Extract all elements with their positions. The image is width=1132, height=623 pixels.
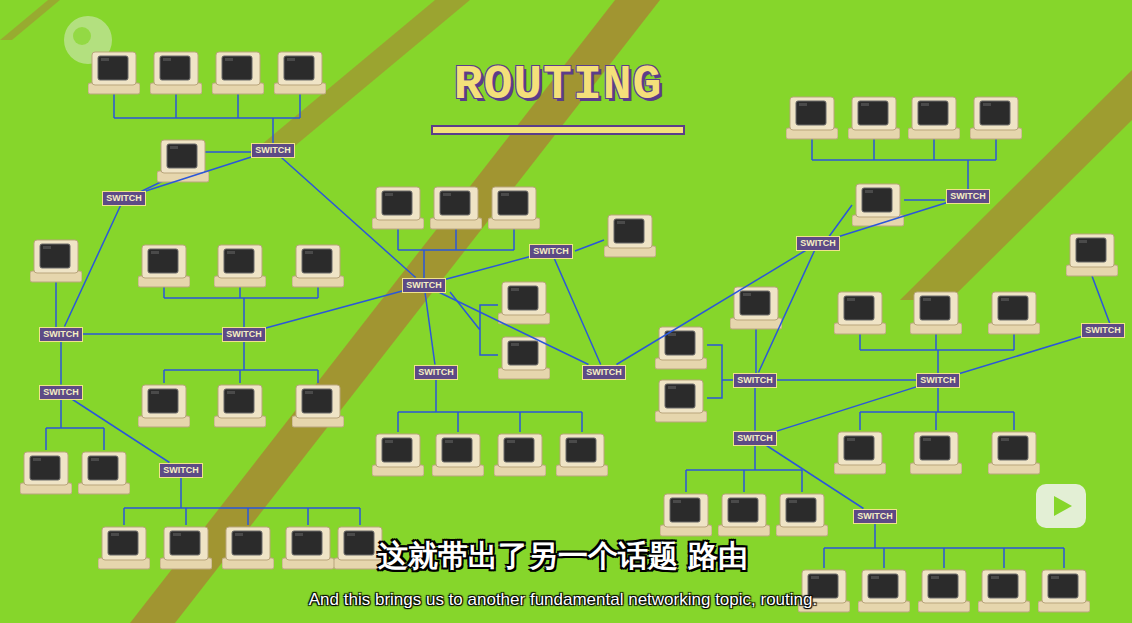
stripe	[0, 0, 60, 40]
network-link	[266, 291, 403, 328]
switch-label: SWITCH	[43, 329, 79, 339]
switch-box: SWITCH	[1081, 323, 1125, 338]
stripe	[900, 70, 1132, 300]
switch-label: SWITCH	[737, 433, 773, 443]
switch-label: SWITCH	[163, 465, 199, 475]
switch-box: SWITCH	[796, 236, 840, 251]
switch-box: SWITCH	[733, 373, 777, 388]
computer-wires	[46, 94, 1110, 568]
switch-label: SWITCH	[920, 375, 956, 385]
title-underline	[432, 126, 684, 134]
switch-box: SWITCH	[159, 463, 203, 478]
switch-box: SWITCH	[582, 365, 626, 380]
network-link	[758, 251, 814, 373]
switch-label: SWITCH	[255, 145, 291, 155]
switch-label: SWITCH	[1085, 325, 1121, 335]
network-link	[616, 251, 805, 365]
switch-label: SWITCH	[857, 511, 893, 521]
switch-label: SWITCH	[533, 246, 569, 256]
switch-box: SWITCH	[251, 143, 295, 158]
switch-box: SWITCH	[222, 327, 266, 342]
title: ROUTING	[0, 58, 1116, 112]
network-link	[960, 337, 1082, 374]
switch-box: SWITCH	[39, 327, 83, 342]
subtitle: 这就带出了另一个话题 路由	[0, 536, 1126, 577]
network-link	[64, 206, 120, 327]
switch-box: SWITCH	[414, 365, 458, 380]
subtitle-english: And this brings us to another fundamenta…	[0, 590, 1126, 610]
switch-box: SWITCH	[853, 509, 897, 524]
switch-label: SWITCH	[226, 329, 262, 339]
player-logo	[1054, 496, 1072, 516]
channel-logo	[73, 27, 91, 45]
network-link	[554, 259, 600, 365]
network-link	[446, 257, 530, 279]
switch-box: SWITCH	[733, 431, 777, 446]
network-link	[767, 446, 864, 509]
switch-box: SWITCH	[529, 244, 573, 259]
switch-label: SWITCH	[106, 193, 142, 203]
switch-box: SWITCH	[102, 191, 146, 206]
switch-label: SWITCH	[737, 375, 773, 385]
switch-label: SWITCH	[586, 367, 622, 377]
network-link	[777, 387, 917, 431]
network-link	[83, 333, 223, 335]
switch-label: SWITCH	[406, 280, 442, 290]
player-logo	[1036, 484, 1086, 528]
network-link	[60, 342, 62, 385]
network-link	[73, 400, 170, 463]
switch-box: SWITCH	[39, 385, 83, 400]
switch-label: SWITCH	[418, 367, 454, 377]
switch-box: SWITCH	[916, 373, 960, 388]
network-link	[440, 293, 589, 365]
network-link	[840, 203, 947, 236]
switch-box: SWITCH	[946, 189, 990, 204]
network-link	[425, 293, 435, 365]
network-link	[754, 388, 756, 431]
switch-label: SWITCH	[43, 387, 79, 397]
switch-label: SWITCH	[950, 191, 986, 201]
network-link	[281, 158, 415, 278]
network-link	[777, 379, 917, 381]
switch-box: SWITCH	[402, 278, 446, 293]
computer-icons	[20, 52, 1118, 612]
switch-label: SWITCH	[800, 238, 836, 248]
network-link	[146, 157, 252, 191]
